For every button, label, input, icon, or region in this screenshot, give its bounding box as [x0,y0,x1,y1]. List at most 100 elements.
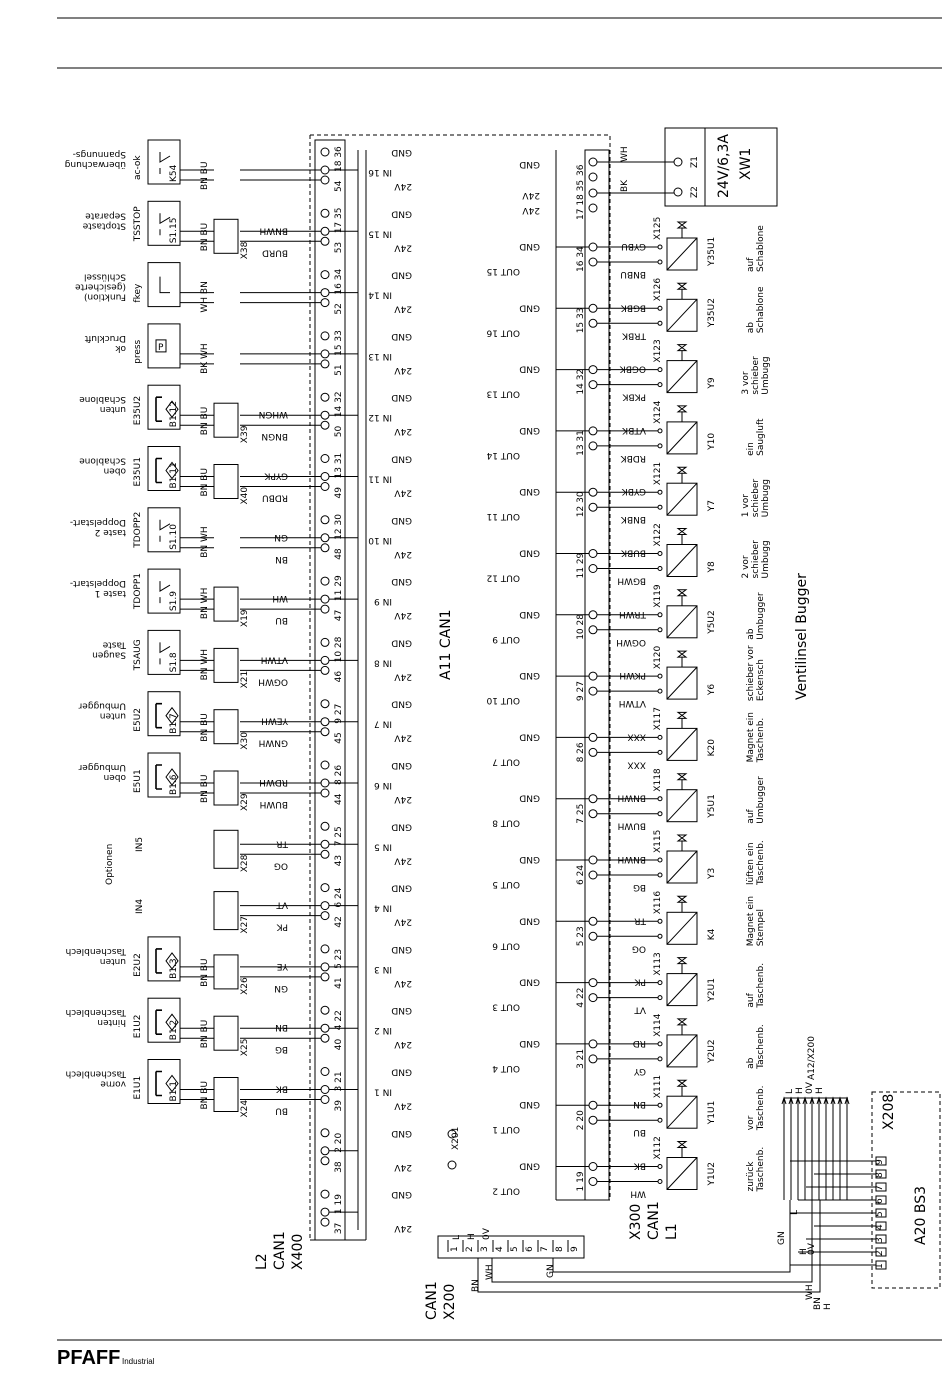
x400-pin-in [320,472,330,481]
input-label: IN 7 [374,719,392,729]
gnd-label: GND [519,670,540,680]
x400-pin-24v-number: 49 [334,487,344,499]
valve-wire-color-2: BNBU [620,269,646,279]
a20-box [871,1091,941,1289]
device-tag: B1.7 [169,713,179,734]
device-symbol-box [147,139,181,185]
can-wire-bn-label: BN [471,1279,481,1292]
x208-pin-number: 1 [875,1263,885,1269]
plug-connector-label: X39 [240,425,250,443]
valve-coil-diagonal [666,421,698,455]
valve-plug-label: X115 [653,830,663,853]
valve-plug-label: X113 [653,952,663,975]
plug-connector-label: X21 [240,671,250,689]
device-tag: B1.12 [169,401,179,427]
valve-plug-label: X114 [653,1013,663,1037]
x400-pin-24v [320,604,330,614]
x400-pin-gnd-a [320,883,330,893]
x200-pin-number: 9 [570,1246,580,1252]
wire-color-2: BU [275,1106,288,1116]
valve-plug-pin-1 [657,1102,663,1108]
device-wire-colors: BN WH [200,526,210,557]
x208-pin-socket [875,1169,887,1179]
x400-pin-numbers: 8 26 [334,765,344,785]
valve-wire-color-1: BNWH [617,854,646,864]
valve-desc-line-1: Magnet ein [746,712,756,762]
valve-tag: Y2U1 [707,978,717,1003]
gnd-label: GND [391,454,412,464]
x208-pin-socket [875,1156,887,1166]
input-label: IN 2 [374,1025,392,1035]
valve-desc-line-1: schieber vor [746,645,756,701]
device-desc-line-1: (gesicherte [75,282,126,292]
gnd-label: GND [519,159,540,169]
x300-pin-out [588,931,598,941]
valve-plug-pin-2 [657,627,663,633]
x400-pin-24v-number: 39 [334,1100,344,1112]
plug-connector [213,1015,239,1051]
x400-pin-24v-number: 37 [334,1223,344,1234]
valve-plug-label: X126 [653,278,663,302]
wire-color-1: VT [276,900,288,910]
device-desc-line-1: oben [104,772,126,782]
x400-pin-24v-number: 42 [334,916,344,927]
device-desc-line-1: vorne [100,1079,126,1089]
valve-plug-pin-1 [657,1041,663,1047]
valve-desc-line-0: Saugluft [756,418,766,456]
input-label: IN 6 [374,780,392,790]
x200-pin-number: 2 [465,1246,475,1252]
x300-pin-gnd [588,978,598,988]
can-wire-wh [491,1200,813,1283]
l1-label: L1 [664,1223,680,1240]
x400-pin-numbers: 2 20 [334,1132,344,1152]
valve-desc-line-1: ab [746,628,756,640]
device-desc-line-1: unten [100,404,126,414]
valve-plug-pin-2 [657,811,663,817]
x400-pin-24v-number: 53 [334,242,344,253]
x400-pin-in [320,1146,330,1156]
wire-color-2: BUWH [260,799,288,809]
wire-color-2: OG [274,860,288,870]
v24-label: 24V [394,426,412,436]
valve-icon [676,466,688,474]
z2-terminal [673,187,683,197]
x208-pin-number: 5 [875,1211,885,1217]
gnd-label: GND [391,821,412,831]
gnd-label: GND [519,731,540,741]
valve-desc-line-1: lüften ein [746,842,756,885]
device-desc-line-0: Taschenblech [65,1007,127,1017]
gnd-label: GND [519,793,540,803]
x201-marker-2 [447,1160,457,1170]
valve-desc-line-1: schieber [751,356,761,395]
gnd-label: GND [519,241,540,251]
valve-coil-diagonal [666,666,698,700]
valve-plug-pin-1 [657,1164,663,1169]
v24-label-2: 24V [522,205,540,215]
device-name: TSSTOP [133,206,143,243]
xw1-inner [664,127,706,207]
valve-coil-diagonal [666,1034,698,1068]
valve-plug-pin-1 [657,367,663,373]
switch-icon [159,213,171,236]
valve-wire-color-2: OGWH [616,637,646,647]
x300-pin-numbers: 10 28 [576,614,586,640]
device-name: E1U2 [133,1014,143,1038]
x400-pin-in [320,594,330,604]
x400-pin-gnd-a [320,1005,330,1015]
x300-pin-gnd [588,794,598,804]
input-label: IN 16 [368,167,392,177]
x400-pin-numbers: 5 23 [334,949,344,969]
input-label: IN 14 [368,290,392,300]
device-wire-colors: BN WH [200,588,210,619]
x400-pin-gnd-a [320,699,330,709]
valve-coil-diagonal [666,1095,698,1129]
x300-pin-out [588,870,598,880]
